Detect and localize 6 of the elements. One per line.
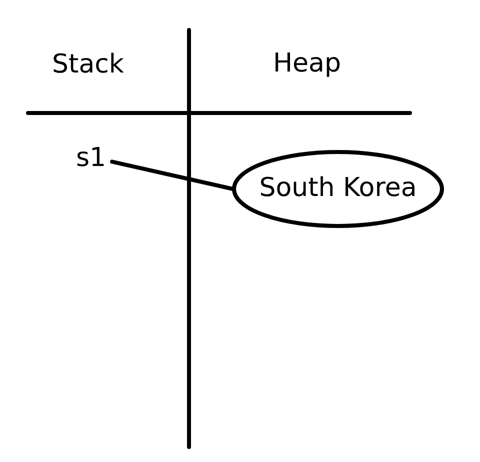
ellipse-node	[232, 150, 444, 228]
connector-line	[110, 160, 235, 191]
column-heading: Heap	[273, 48, 341, 80]
variable-name: s1	[76, 143, 112, 174]
node-text: South Korea	[259, 173, 417, 205]
column-heading: Stack	[52, 49, 124, 81]
